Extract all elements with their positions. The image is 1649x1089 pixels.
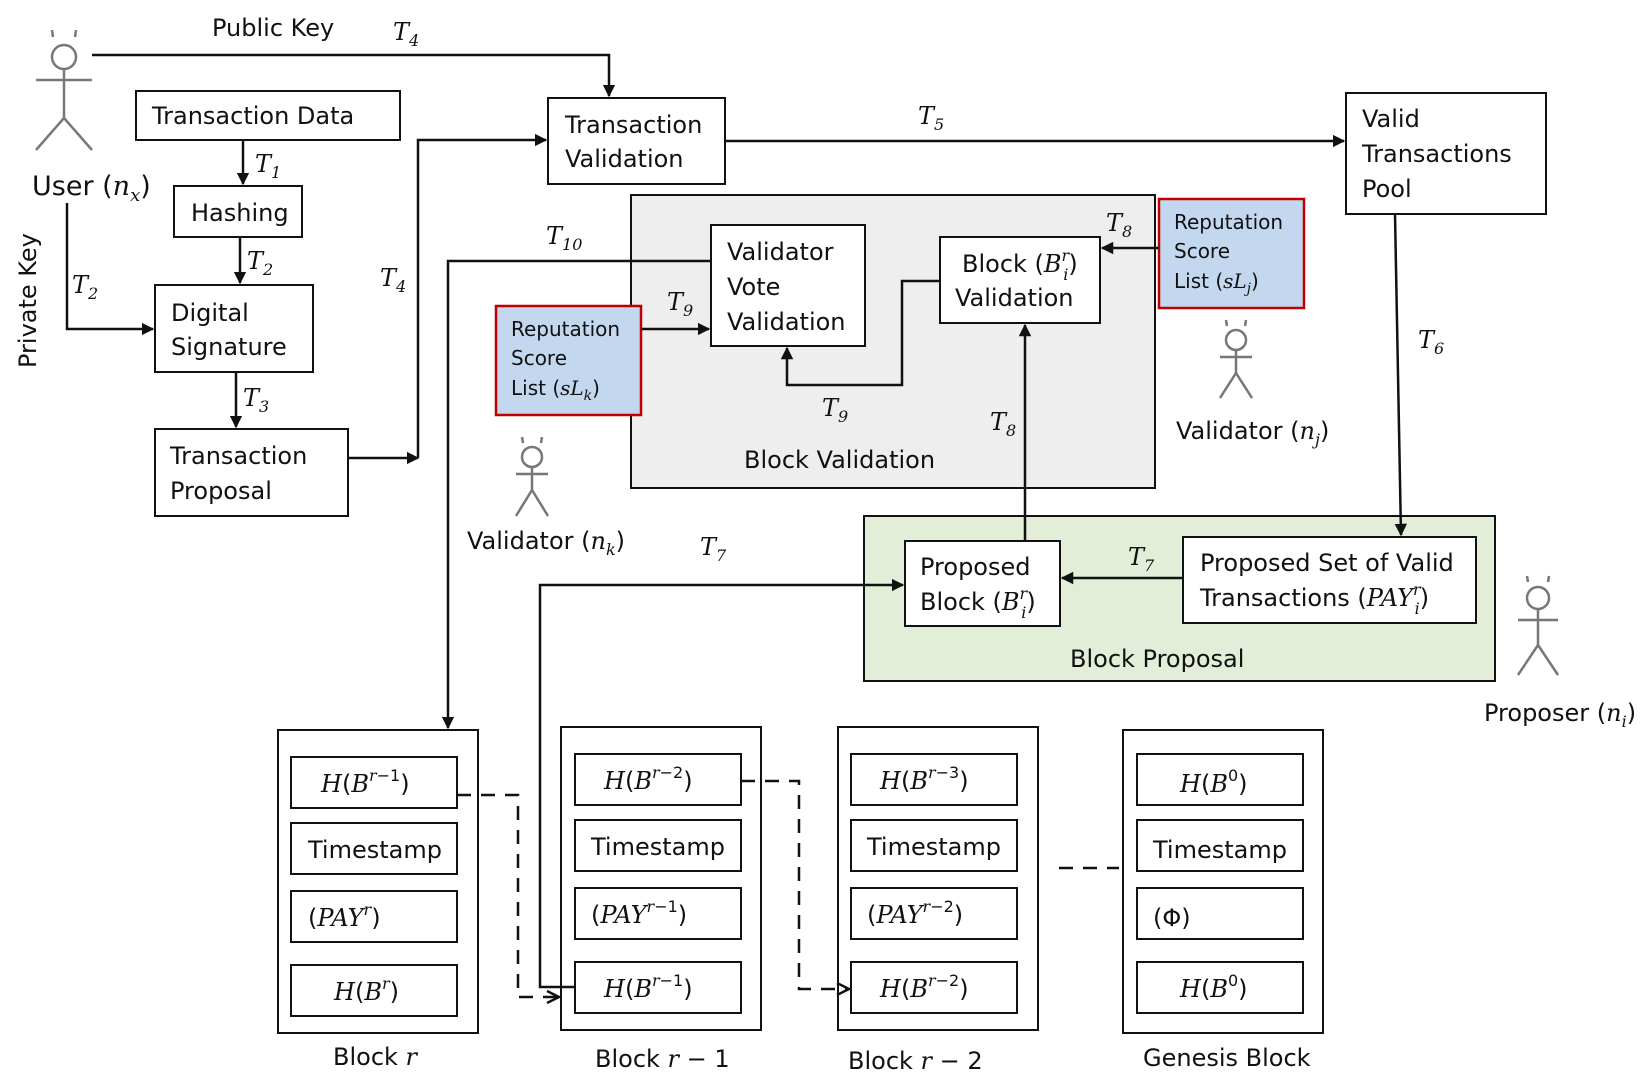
proposed-set-label-1: Proposed Set of Valid [1200, 549, 1454, 577]
t5-label: T5 [918, 102, 944, 134]
block-validation-label-2: Validation [955, 284, 1074, 312]
t2-label-right: T2 [247, 247, 273, 279]
proposed-block-box [904, 540, 1061, 627]
genesis-phi: (Φ) [1153, 904, 1191, 932]
t8-label-bottom: T8 [990, 408, 1016, 440]
block-r2-texts: H(Br−3) Timestamp (PAYr−2) H(Br−2) [866, 763, 1001, 1003]
svg-text:(PAYr): (PAYr) [308, 900, 381, 932]
reputation-j-label-3: List (sLj) [1174, 269, 1259, 297]
transaction-data-box [135, 90, 401, 141]
block-r2-fields [850, 753, 1018, 1014]
transition-labels: T4 T1 T2 T2 T3 T4 T5 T6 T7 T7 T8 T8 T9 T… [72, 18, 1444, 575]
transaction-proposal-label-2: Proposal [170, 477, 272, 505]
transaction-validation-box [547, 97, 726, 185]
block-proposal-region-label: Block Proposal [1070, 645, 1244, 673]
private-key-label: Private Key [14, 233, 42, 368]
public-key-label: Public Key [212, 14, 334, 42]
validator-k-person-icon [514, 436, 550, 517]
block-r-caption: Block r [333, 1043, 419, 1071]
svg-text:H(Br−1): H(Br−1) [320, 766, 410, 798]
transaction-validation-label-2: Validation [565, 145, 684, 173]
user-label: User (nx) [32, 171, 151, 206]
proposed-set-box [1182, 536, 1477, 624]
block-r-timestamp: Timestamp [307, 836, 442, 864]
validator-vote-validation-box [710, 224, 866, 347]
block-r1-timestamp: Timestamp [590, 833, 725, 861]
t4-label-left: T4 [380, 264, 406, 296]
svg-text:H(Br−2): H(Br−2) [603, 763, 693, 795]
reputation-score-j-box [1157, 197, 1306, 310]
t9-label-bottom: T9 [822, 394, 848, 426]
t2-label-left: T2 [72, 271, 98, 303]
reputation-j-label-2: Score [1174, 239, 1230, 263]
proposed-block-label-1: Proposed [920, 553, 1031, 581]
genesis-block-fields [1136, 753, 1304, 1014]
transaction-validation-label-1: Transaction [564, 111, 702, 139]
svg-text:H(Br−3): H(Br−3) [879, 763, 969, 795]
t7-label-left: T7 [700, 533, 727, 565]
validator-vote-label-3: Validation [727, 308, 846, 336]
genesis-timestamp: Timestamp [1152, 836, 1287, 864]
block-r2-timestamp: Timestamp [866, 833, 1001, 861]
proposer-label: Proposer (ni) [1484, 699, 1636, 731]
t8-label-top: T8 [1106, 209, 1132, 241]
reputation-score-k-box [494, 304, 643, 417]
t10-label: T10 [546, 222, 582, 254]
transaction-proposal-label-1: Transaction [169, 442, 307, 470]
block-validation-region-label: Block Validation [744, 446, 935, 474]
svg-text:H(B0): H(B0) [1179, 766, 1248, 798]
validator-vote-label-2: Vote [727, 273, 780, 301]
t9-label-top: T9 [667, 288, 693, 320]
digital-signature-label-2: Signature [171, 333, 287, 361]
block-r1-caption: Block r − 1 [595, 1045, 730, 1073]
svg-text:H(Br−2): H(Br−2) [879, 971, 969, 1003]
user-person-icon [35, 29, 93, 151]
block-r-texts: H(Br−1) Timestamp (PAYr) H(Br) [307, 766, 442, 1006]
genesis-block-texts: H(B0) Timestamp (Φ) H(B0) [1152, 766, 1287, 1003]
reputation-k-label-3: List (sLk) [511, 376, 600, 404]
validator-vote-label-1: Validator [727, 238, 834, 266]
block-r-fields [290, 756, 458, 1017]
digital-signature-label-1: Digital [171, 299, 249, 327]
hashing-box [173, 185, 303, 238]
genesis-caption: Genesis Block [1143, 1044, 1311, 1072]
transaction-proposal-box [154, 428, 349, 517]
block-r1-texts: H(Br−2) Timestamp (PAYr−1) H(Br−1) [590, 763, 725, 1003]
t4-label-top: T4 [393, 18, 419, 50]
valid-transactions-pool-box [1345, 92, 1547, 215]
valid-pool-label-1: Valid [1362, 105, 1420, 133]
reputation-k-label-1: Reputation [511, 317, 620, 341]
svg-text:H(B0): H(B0) [1179, 971, 1248, 1003]
valid-pool-label-2: Transactions [1361, 140, 1512, 168]
validator-j-person-icon [1218, 319, 1254, 399]
valid-pool-label-3: Pool [1362, 175, 1412, 203]
reputation-k-label-2: Score [511, 346, 567, 370]
validator-j-label: Validator (nj) [1176, 417, 1329, 449]
svg-text:(PAYr−1): (PAYr−1) [591, 897, 687, 929]
proposer-person-icon [1516, 575, 1560, 676]
svg-text:H(Br−1): H(Br−1) [603, 971, 693, 1003]
block-r2-caption: Block r − 2 [848, 1047, 983, 1075]
t7-label-right: T7 [1128, 543, 1155, 575]
svg-text:H(Br): H(Br) [333, 974, 399, 1006]
block-validation-box [939, 236, 1101, 324]
hashing-label: Hashing [191, 199, 289, 227]
t6-label: T6 [1418, 326, 1444, 358]
transaction-data-label: Transaction Data [151, 102, 354, 130]
svg-text:(PAYr−2): (PAYr−2) [867, 897, 963, 929]
t3-label: T3 [243, 384, 269, 416]
arrows [65, 53, 1408, 997]
validator-k-label: Validator (nk) [467, 527, 625, 559]
reputation-j-label-1: Reputation [1174, 210, 1283, 234]
t1-label: T1 [255, 150, 281, 182]
digital-signature-box [154, 284, 314, 373]
